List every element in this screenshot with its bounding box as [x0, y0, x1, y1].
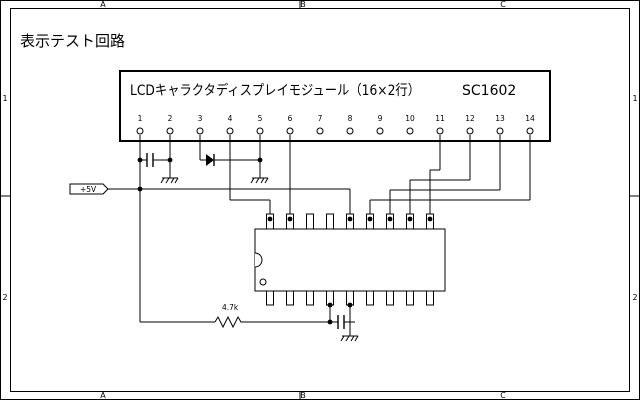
- lcd-pin-terminal: [406, 127, 414, 135]
- lcd-pin-number: 6: [288, 114, 293, 123]
- junction-dots: [137, 157, 433, 325]
- lcd-pin-terminal: [466, 127, 474, 135]
- ic-pin: [406, 290, 414, 306]
- lcd-pin-number: 5: [258, 114, 263, 123]
- zone-row-1-right: 1: [632, 94, 637, 103]
- junction-dot: [137, 157, 143, 163]
- lcd-pin-terminal: [526, 127, 534, 135]
- junction-dot: [407, 216, 413, 222]
- lcd-model-name: SC1602: [462, 83, 516, 99]
- resistor-value-label: 4.7k: [222, 303, 239, 312]
- lcd-pin-terminal: [316, 127, 324, 135]
- zone-row-1-left: 1: [2, 94, 7, 103]
- resistor-symbol: [214, 315, 243, 329]
- junction-dot: [267, 216, 273, 222]
- schematic-title: 表示テスト回路: [20, 32, 125, 50]
- zone-col-a-top: A: [100, 0, 106, 9]
- zone-col-b-bottom: B: [300, 391, 306, 400]
- lcd-pin-terminal: [496, 127, 504, 135]
- lcd-pin-terminal: [436, 127, 444, 135]
- lcd-pin-number: 1: [138, 114, 143, 123]
- timing-capacitor: [337, 315, 345, 329]
- zone-col-a-bottom: A: [100, 391, 106, 400]
- ic-pin: [406, 213, 414, 230]
- ic-pin: [366, 213, 374, 230]
- lcd-pin-number: 8: [348, 114, 353, 123]
- power-flag-5v: +5V: [69, 183, 109, 195]
- ic-pin: [326, 213, 334, 230]
- ic-pin: [286, 290, 294, 306]
- junction-dot: [287, 216, 293, 222]
- lcd-pin-terminal: [286, 127, 294, 135]
- lcd-pin-number: 13: [495, 114, 505, 123]
- lcd-pin-number: 2: [168, 114, 173, 123]
- bypass-capacitor: [146, 153, 154, 167]
- junction-dot: [367, 216, 373, 222]
- junction-dot: [427, 216, 433, 222]
- ic-pins-top: [266, 213, 434, 230]
- lcd-pin-number: 11: [435, 114, 445, 123]
- wiring: [108, 135, 531, 336]
- lcd-pin-terminal: [136, 127, 144, 135]
- lcd-pin-number: 10: [405, 114, 415, 123]
- ic-pin: [386, 213, 394, 230]
- ground-symbol: [160, 177, 179, 184]
- ground-symbol: [250, 177, 269, 184]
- junction-dot: [327, 302, 333, 308]
- lcd-pin-terminal: [376, 127, 384, 135]
- lcd-pin-number: 12: [465, 114, 475, 123]
- zone-col-c-top: C: [500, 0, 506, 9]
- lcd-module-label: LCDキャラクタディスプレイモジュール（16×2行）: [130, 82, 420, 99]
- ground-symbol: [340, 335, 359, 342]
- zone-col-b-top: B: [300, 0, 306, 9]
- lcd-pin-terminal: [166, 127, 174, 135]
- junction-dot: [257, 157, 263, 163]
- lcd-pin-terminal: [346, 127, 354, 135]
- ic-pin: [426, 290, 434, 306]
- ic-pin: [366, 290, 374, 306]
- junction-dot: [347, 302, 353, 308]
- power-label: +5V: [80, 185, 97, 194]
- lcd-pin-number: 9: [378, 114, 383, 123]
- junction-dot: [167, 157, 173, 163]
- lcd-pin-number: 3: [198, 114, 203, 123]
- diode-symbol: [206, 154, 215, 166]
- junction-dot: [387, 216, 393, 222]
- ic-pin: [386, 290, 394, 306]
- zone-row-2-left: 2: [2, 293, 7, 302]
- ic-pin: [346, 213, 354, 230]
- lcd-pin-terminal: [256, 127, 264, 135]
- junction-dot: [327, 319, 333, 325]
- junction-dot: [347, 216, 353, 222]
- ic-pin: [266, 290, 274, 306]
- lcd-pin-number: 4: [228, 114, 233, 123]
- ic-pin: [306, 213, 314, 230]
- ic-pin: [306, 290, 314, 306]
- lcd-pin-terminal: [196, 127, 204, 135]
- lcd-pin-terminal: [226, 127, 234, 135]
- ic-pins-bottom: [266, 290, 434, 306]
- zone-col-c-bottom: C: [500, 391, 506, 400]
- junction-dot: [137, 186, 143, 192]
- dip-ic: [254, 213, 446, 306]
- ic-pin: [286, 213, 294, 230]
- lcd-pin-number: 14: [525, 114, 535, 123]
- zone-row-2-right: 2: [632, 293, 637, 302]
- ic-pin: [426, 213, 434, 230]
- ic-pin: [266, 213, 274, 230]
- lcd-pin-number: 7: [318, 114, 323, 123]
